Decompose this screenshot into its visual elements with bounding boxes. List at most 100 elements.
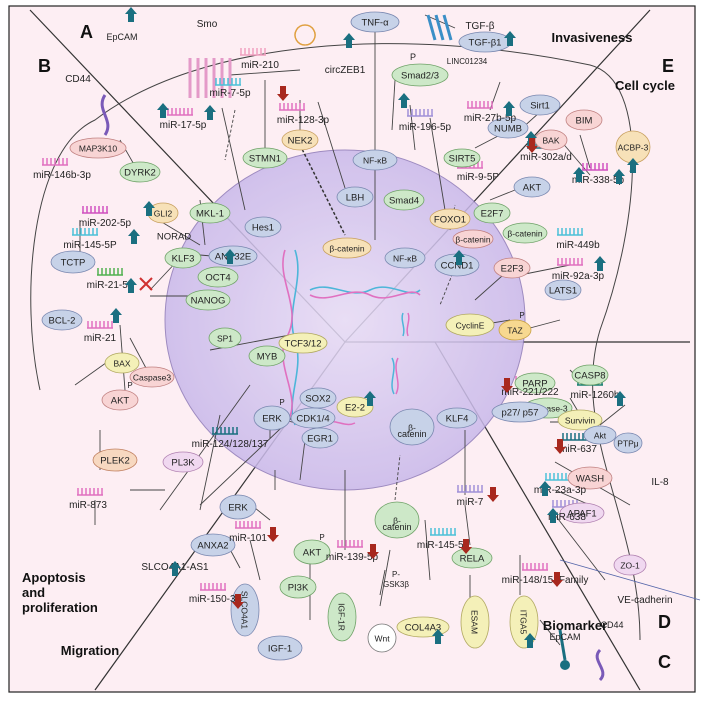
node-label: BCL-2	[49, 316, 76, 327]
up-arrow-icon	[539, 481, 551, 496]
node-label: ITGA5	[519, 610, 529, 635]
node-sp1: SP1	[208, 327, 242, 349]
tgfb-receptor-icon	[426, 14, 453, 41]
down-arrow-icon	[526, 138, 538, 153]
node-label: BAX	[113, 359, 130, 369]
node-label: MYB	[257, 352, 278, 363]
node-nfkb-nuc: NF-κB	[384, 247, 426, 269]
node-label: ESAM	[470, 610, 480, 634]
node-label: PL3K	[171, 458, 195, 469]
up-arrow-icon	[573, 167, 585, 182]
node-smad23: Smad2/3	[391, 63, 449, 87]
node-label: NUMB	[494, 124, 522, 135]
node-bax: BAX	[104, 352, 140, 374]
node-bim: BIM	[565, 109, 603, 131]
label-mir638: miR-638	[548, 512, 586, 523]
mirna-hairpin-icon	[557, 228, 583, 236]
node-oct4: OCT4	[197, 266, 239, 288]
node-label: CDK1/4	[296, 414, 329, 425]
mirna-hairpin-icon	[337, 540, 363, 548]
mirna-hairpin-icon	[235, 521, 261, 529]
label-p-taz: P	[519, 311, 524, 320]
label-mir75p: miR-7-5p	[209, 88, 251, 99]
node-label: KLF4	[446, 414, 469, 425]
node-wash: WASH	[567, 466, 613, 490]
node-label: Sirt1	[530, 101, 550, 112]
node-lats1: LATS1	[544, 279, 582, 301]
node-itga5: ITGA5	[509, 595, 539, 649]
cd44-receptor-icon	[100, 94, 110, 136]
up-arrow-icon	[157, 103, 169, 118]
label-linc: LINC01234	[447, 57, 488, 66]
node-label: TCF3/12	[285, 339, 322, 350]
label-cd44-c: CD44	[600, 620, 623, 630]
node-label: TAZ	[507, 326, 522, 336]
label-mir1283p: miR-128-3p	[277, 115, 330, 126]
node-label: NORAD	[157, 232, 191, 243]
mirna-hairpin-icon	[97, 268, 123, 276]
node-label: FOXO1	[434, 215, 466, 226]
mirna-hairpin-icon	[200, 583, 226, 591]
node-taz: TAZ	[498, 319, 532, 341]
node-label: PTPμ	[617, 439, 639, 449]
node-erk-c: ERK	[253, 405, 291, 431]
node-igf1: IGF-1	[257, 635, 303, 661]
mirna-hairpin-icon	[522, 563, 548, 571]
node-anxa2: ANXA2	[190, 533, 236, 557]
up-arrow-icon	[110, 308, 122, 323]
node-label: Wnt	[374, 634, 390, 644]
node-survivin: Survivin	[557, 409, 603, 431]
node-label: ACBP-3	[618, 143, 649, 153]
mirna-hairpin-icon	[407, 109, 433, 117]
label-mir302: miR-302a/d	[520, 152, 572, 163]
node-bcat-e2: β-catenin	[452, 229, 494, 249]
mirna-hairpin-icon	[82, 206, 108, 214]
section-apoptosis-1: Apoptosis	[22, 570, 86, 585]
label-smo: Smo	[197, 19, 218, 30]
node-bcat-c2a: β-	[374, 501, 420, 539]
up-arrow-icon	[503, 101, 515, 116]
node-label: STMN1	[249, 154, 281, 165]
panel-letter-d: D	[658, 612, 671, 632]
mirna-hairpin-icon	[562, 433, 588, 441]
label-mir23a: miR-23a-3p	[534, 485, 587, 496]
node-igf1r: IGF-1R	[327, 592, 357, 642]
node-apaf1: APAF1	[559, 502, 605, 524]
mirna-hairpin-icon	[582, 163, 608, 171]
up-arrow-icon	[504, 31, 516, 46]
section-invasiveness: Invasiveness	[552, 30, 633, 45]
node-slco4a1: SLCO4A1	[230, 583, 260, 637]
up-arrow-icon	[128, 229, 140, 244]
node-label: TGF-β1	[469, 38, 502, 49]
up-arrow-icon	[398, 93, 410, 108]
node-label: Hes1	[252, 223, 274, 234]
up-arrow-icon	[432, 629, 444, 644]
node-label: caspase-3	[528, 404, 567, 414]
node-sox2: SOX2	[299, 387, 337, 409]
node-nek2: NEK2	[281, 129, 319, 151]
node-e2f7: E2F7	[473, 202, 511, 224]
node-label: WASH	[576, 474, 604, 485]
label-p-akt-c: P	[319, 533, 324, 542]
node-wnt: Wnt	[367, 623, 397, 653]
node-label: OCT4	[205, 273, 230, 284]
node-label: ERK	[262, 414, 282, 425]
up-arrow-icon	[169, 561, 181, 576]
node-tgfb1: TGF-β1	[458, 31, 512, 53]
down-arrow-icon	[551, 572, 563, 587]
label-epcam-a: EpCAM	[106, 32, 137, 42]
node-dyrk2: DYRK2	[119, 161, 161, 183]
node-label: PLEK2	[100, 456, 130, 467]
label-mir215p: miR-21-5p	[87, 280, 134, 291]
node-label: SLCO4A1	[240, 591, 250, 630]
down-arrow-icon	[267, 527, 279, 542]
node-tctp: TCTP	[50, 250, 96, 274]
node-stmn1: STMN1	[242, 147, 288, 169]
down-arrow-icon	[554, 439, 566, 454]
node-map3k10: MAP3K10	[69, 137, 127, 159]
node-label: p27/ p57	[502, 408, 539, 419]
mirna-hairpin-icon	[77, 488, 103, 496]
label-mir95p: miR-9-5P	[457, 172, 500, 183]
mirna-hairpin-icon	[72, 228, 98, 236]
